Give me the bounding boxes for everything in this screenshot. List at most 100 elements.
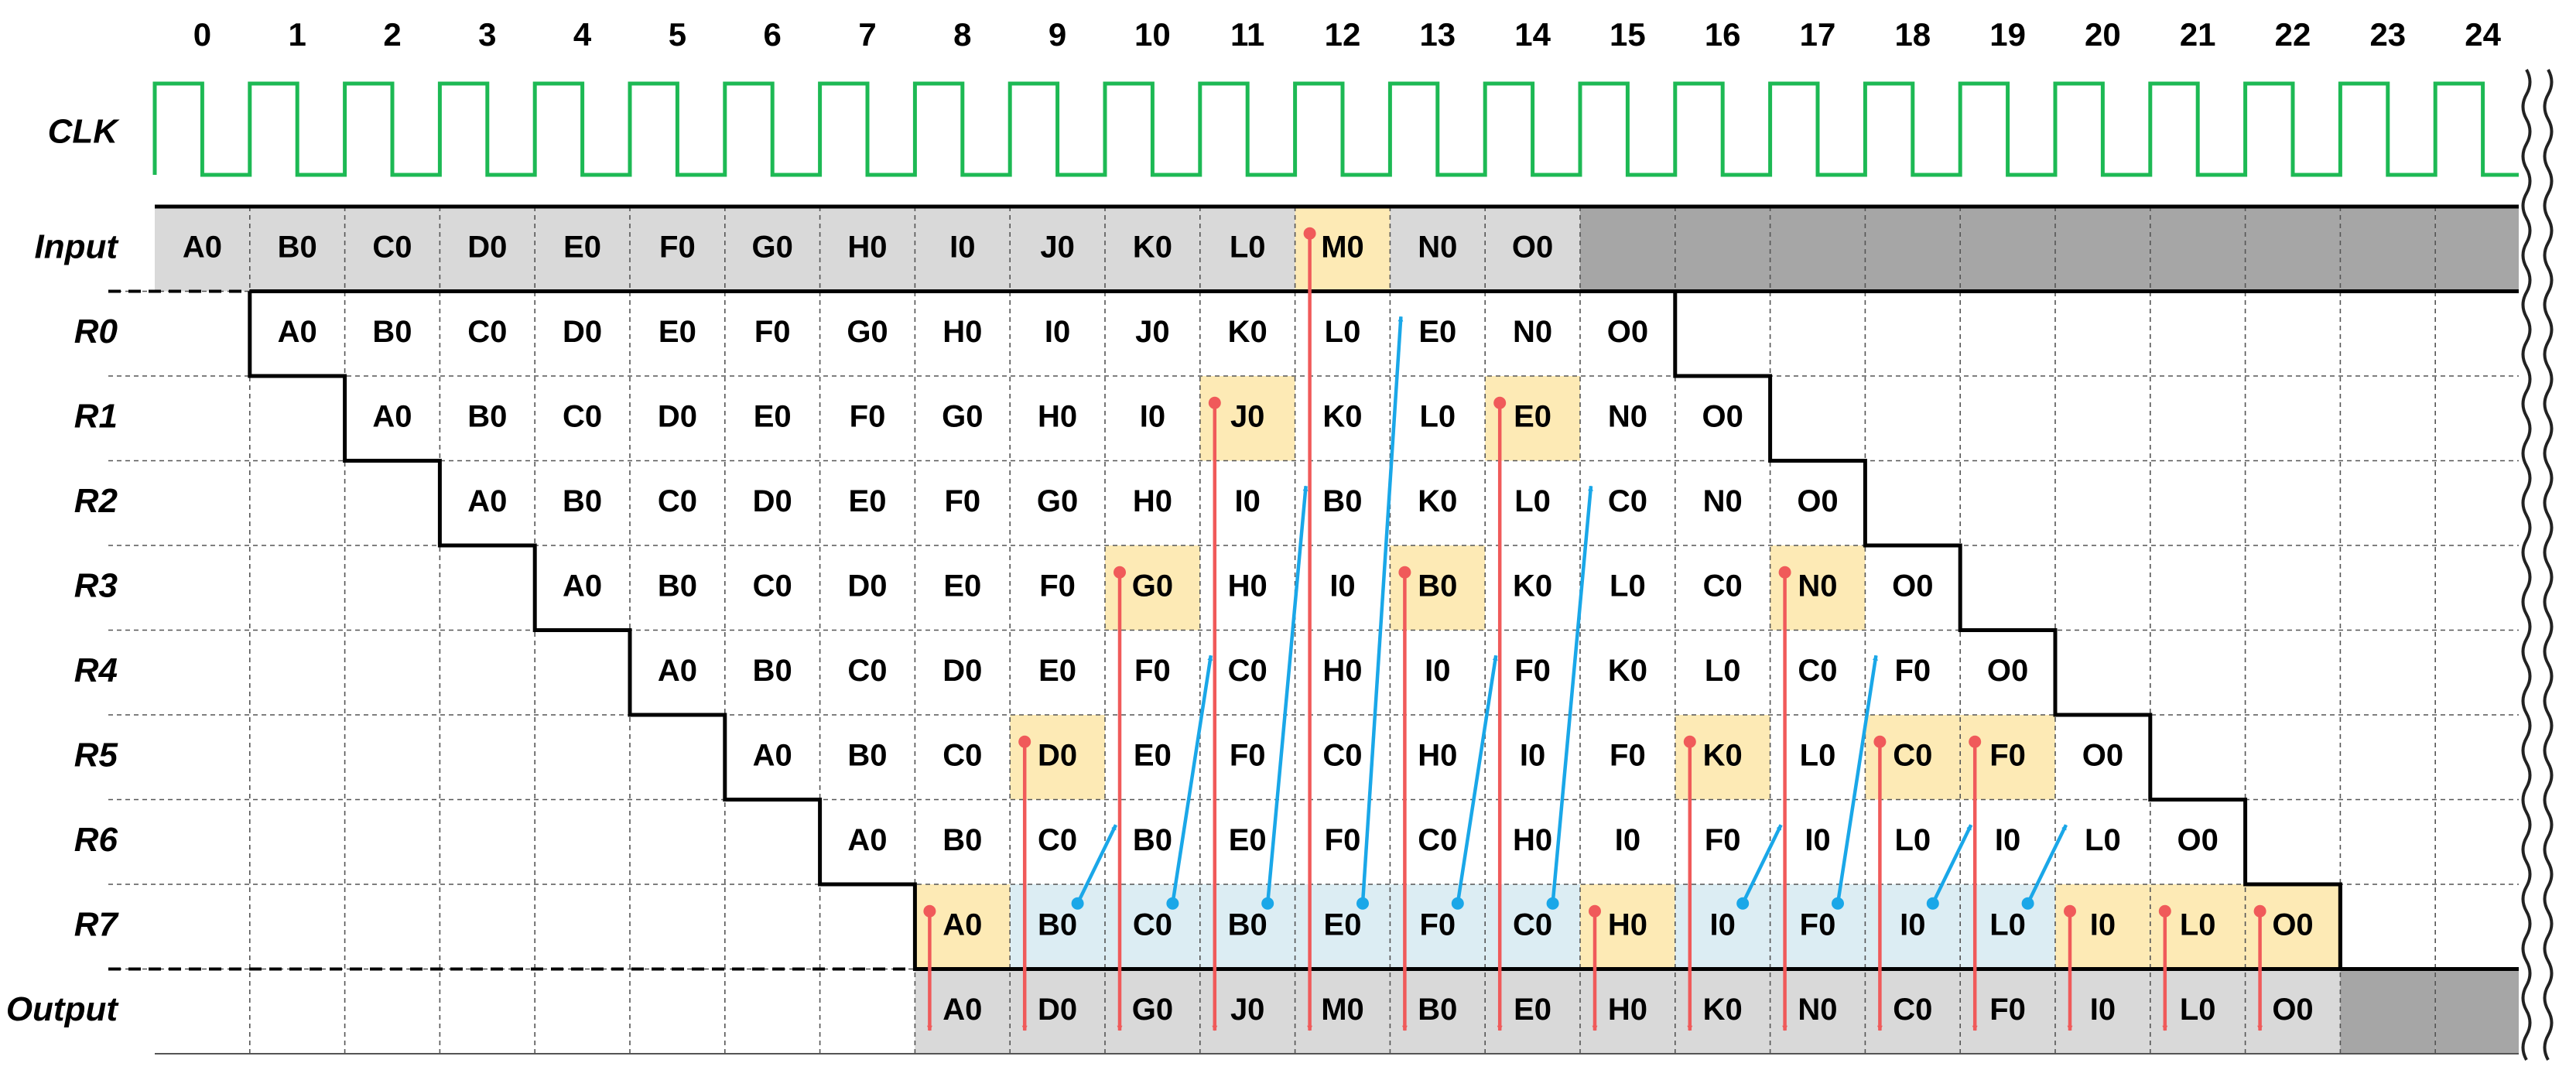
- r4-cell-value: A0: [658, 654, 697, 688]
- r0-cell-value: C0: [467, 315, 507, 349]
- write-arrow-dot: [1166, 897, 1179, 910]
- cycle-number: 7: [858, 16, 876, 53]
- r7-cell-value: C0: [1133, 908, 1172, 942]
- r1-cell-value: J0: [1230, 399, 1265, 433]
- r2-cell-value: D0: [753, 484, 792, 518]
- r6-cell-value: I0: [1805, 823, 1830, 857]
- input-cell-value: I0: [949, 230, 975, 264]
- input-cell-fill: [1960, 207, 2055, 292]
- input-cell-value: C0: [372, 230, 412, 264]
- r3-cell-value: I0: [1329, 569, 1355, 603]
- output-cell-value: G0: [1132, 993, 1173, 1027]
- r1-cell-value: G0: [942, 399, 983, 433]
- right-staircase-boundary: [1673, 291, 2342, 969]
- r7-cell-value: E0: [1324, 908, 1362, 942]
- input-cell-value: K0: [1133, 230, 1172, 264]
- r5-cell-value: D0: [1038, 738, 1077, 772]
- read-arrow-dot: [1778, 566, 1791, 579]
- r5-cell-value: I0: [1520, 738, 1545, 772]
- output-cell-value: I0: [2090, 993, 2116, 1027]
- input-cell-fill: [1390, 207, 1486, 292]
- output-cell-value: K0: [1703, 993, 1743, 1027]
- r0-cell-value: I0: [1045, 315, 1070, 349]
- r2-cell-value: H0: [1133, 484, 1172, 518]
- r5-cell-value: A0: [753, 738, 792, 772]
- input-cell-fill: [915, 207, 1011, 292]
- input-cell-fill: [724, 207, 820, 292]
- r1-cell-value: N0: [1608, 399, 1647, 433]
- r2-cell-value: O0: [1797, 484, 1838, 518]
- input-cell-value: E0: [563, 230, 601, 264]
- input-cell-fill: [249, 207, 345, 292]
- input-cell-fill: [2150, 207, 2246, 292]
- r3-cell-value: N0: [1798, 569, 1837, 603]
- r0-cell-value: L0: [1325, 315, 1361, 349]
- r6-cell-value: E0: [1229, 823, 1267, 857]
- r5-cell-value: F0: [1230, 738, 1266, 772]
- input-cell-fill: [1580, 207, 1675, 292]
- write-arrow: [1171, 655, 1213, 904]
- r1-cell-value: H0: [1038, 399, 1077, 433]
- cycle-number: 10: [1134, 16, 1171, 53]
- r2-cell-value: B0: [1322, 484, 1362, 518]
- read-arrow-dot: [1114, 566, 1126, 579]
- row-label-r7: R7: [74, 905, 120, 943]
- write-arrow: [1741, 824, 1783, 904]
- r7-cell-value: F0: [1800, 908, 1836, 942]
- cycle-number: 19: [1989, 16, 2026, 53]
- write-arrow-dot: [2021, 897, 2034, 910]
- r2-cell-value: I0: [1235, 484, 1261, 518]
- output-cell-value: B0: [1418, 993, 1457, 1027]
- r6-cell-value: I0: [1995, 823, 2020, 857]
- r0-cell-value: D0: [563, 315, 602, 349]
- r6-cell-value: H0: [1513, 823, 1552, 857]
- r5-cell-value: F0: [1610, 738, 1646, 772]
- r4-cell-value: B0: [753, 654, 792, 688]
- boundary-layer: [108, 204, 2519, 1055]
- r0-cell-value: O0: [1607, 315, 1648, 349]
- r3-cell-value: L0: [1610, 569, 1646, 603]
- r6-cell-value: I0: [1615, 823, 1640, 857]
- read-arrow-dot: [1589, 904, 1601, 918]
- r7-cell-value: I0: [1900, 908, 1925, 942]
- r3-cell-value: B0: [658, 569, 697, 603]
- cycle-number: 9: [1049, 16, 1066, 53]
- row-label-r3: R3: [74, 566, 118, 604]
- r7-cell-value: F0: [1419, 908, 1456, 942]
- cycle-number: 0: [193, 16, 211, 53]
- cycle-number: 8: [953, 16, 971, 53]
- read-arrow-dot: [2064, 904, 2076, 918]
- r4-cell-value: H0: [1322, 654, 1362, 688]
- cycle-number: 14: [1514, 16, 1551, 53]
- r6-cell-value: B0: [942, 823, 982, 857]
- read-arrow-dot: [2158, 904, 2171, 918]
- output-empty-cell: [2435, 969, 2519, 1054]
- read-arrow-dot: [1018, 735, 1031, 748]
- input-cell-fill: [440, 207, 535, 292]
- write-arrow-dot: [1832, 897, 1844, 910]
- r3-cell-value: F0: [1039, 569, 1076, 603]
- write-arrow: [1360, 316, 1404, 904]
- write-arrow: [2026, 824, 2068, 904]
- input-cell-fill: [630, 207, 725, 292]
- r1-cell-value: L0: [1419, 399, 1456, 433]
- arrow-layer: [923, 227, 2266, 1031]
- r6-cell-value: B0: [1133, 823, 1172, 857]
- r3-cell-value: K0: [1513, 569, 1552, 603]
- r4-cell-value: D0: [942, 654, 982, 688]
- input-cell-fill: [2245, 207, 2341, 292]
- break-line-right: [2543, 69, 2554, 1061]
- r3-cell-value: O0: [1892, 569, 1933, 603]
- r7-cell-value: C0: [1513, 908, 1552, 942]
- r1-cell-value: A0: [372, 399, 412, 433]
- cycle-number: 20: [2085, 16, 2121, 53]
- r2-cell-value: G0: [1037, 484, 1078, 518]
- input-cell-fill: [2340, 207, 2436, 292]
- write-arrow: [1551, 485, 1593, 904]
- r4-cell-value: F0: [1134, 654, 1171, 688]
- r5-cell-value: H0: [1418, 738, 1457, 772]
- input-cell-fill: [1010, 207, 1105, 292]
- input-cell-value: N0: [1418, 230, 1457, 264]
- read-arrow-dot: [1208, 396, 1221, 409]
